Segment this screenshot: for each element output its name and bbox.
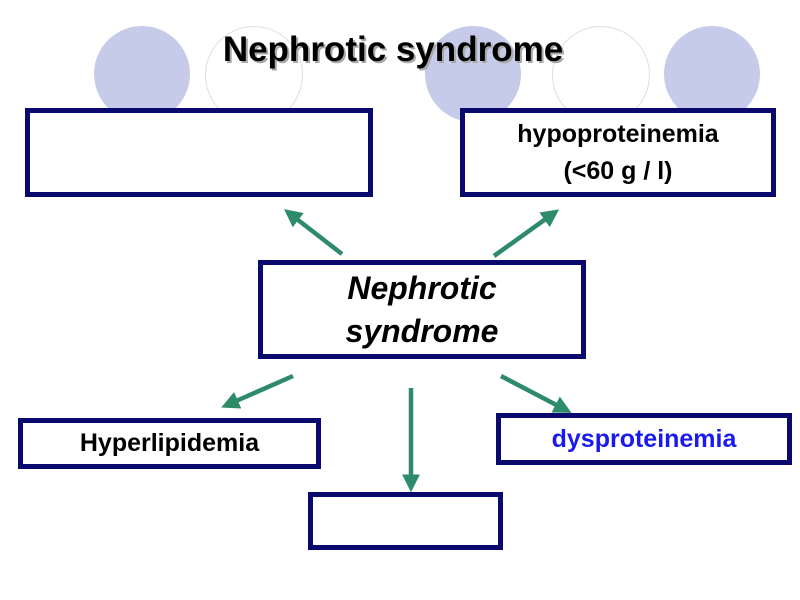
arrow-to-top-left	[284, 209, 344, 256]
arrow-to-left	[221, 373, 294, 409]
top-left-box	[25, 108, 373, 197]
hypoproteinemia-box: hypoproteinemia (<60 g / l)	[460, 108, 776, 197]
hypoproteinemia-label: hypoproteinemia	[517, 119, 719, 148]
dysproteinemia-box: dysproteinemia	[496, 413, 792, 465]
hypoproteinemia-threshold: (<60 g / l)	[563, 156, 673, 185]
center-label-line1: Nephrotic	[347, 269, 497, 306]
decorative-circle	[425, 26, 521, 122]
arrow-to-top-right	[492, 209, 560, 258]
center-label-line2: syndrome	[345, 312, 499, 349]
decorative-circle	[664, 26, 760, 122]
bottom-box	[308, 492, 503, 550]
arrow-to-right	[499, 374, 572, 413]
slide-title: Nephrotic syndrome	[222, 30, 564, 69]
nephrotic-syndrome-box: Nephrotic syndrome	[258, 260, 586, 359]
decorative-circle	[94, 26, 190, 122]
hyperlipidemia-box: Hyperlipidemia	[18, 418, 321, 469]
hyperlipidemia-label: Hyperlipidemia	[79, 429, 260, 457]
dysproteinemia-label: dysproteinemia	[551, 424, 737, 453]
